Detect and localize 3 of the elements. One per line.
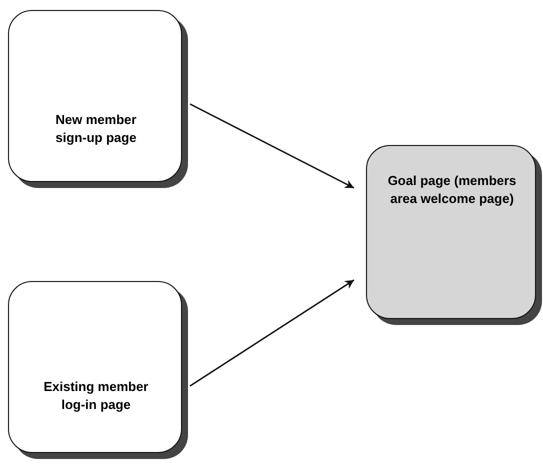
page-label: New member sign-up page: [54, 111, 138, 147]
page-label: Goal page (members area welcome page): [387, 172, 517, 208]
page-label: Existing member log-in page: [42, 378, 150, 414]
